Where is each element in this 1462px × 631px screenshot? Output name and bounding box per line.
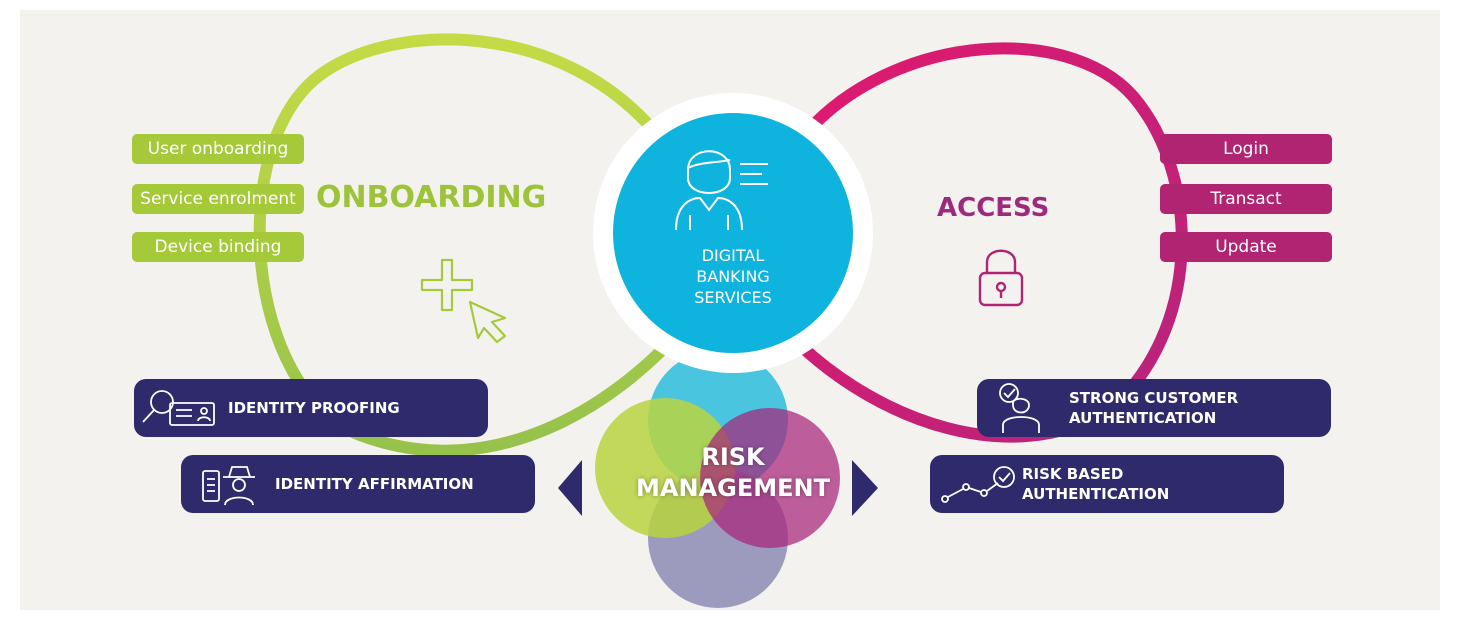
center-line-2: BANKING [696, 267, 770, 286]
tag-user-onboarding: User onboarding [132, 134, 304, 164]
tag-login: Login [1160, 134, 1332, 164]
identity-affirmation-label: IDENTITY AFFIRMATION [275, 475, 474, 493]
spy-id-card-icon [202, 466, 255, 506]
tag-transact: Transact [1160, 184, 1332, 214]
digital-banking-label: DIGITAL BANKING SERVICES [650, 245, 816, 308]
center-line-1: DIGITAL [701, 246, 765, 265]
sca-label-line-2: AUTHENTICATION [1069, 409, 1217, 427]
risk-venn [595, 350, 840, 608]
arrow-right-icon [852, 460, 878, 516]
risk-line-1: RISK [701, 443, 765, 471]
onboarding-heading: ONBOARDING [316, 180, 547, 215]
center-circle [613, 113, 853, 353]
magnifier-id-card-icon [142, 390, 215, 426]
risk-line-2: MANAGEMENT [636, 474, 830, 502]
strong-customer-authentication-box: STRONG CUSTOMER AUTHENTICATION [977, 379, 1331, 437]
rba-label: RISK BASED AUTHENTICATION [1022, 464, 1169, 504]
tag-update: Update [1160, 232, 1332, 262]
identity-proofing-label: IDENTITY PROOFING [228, 399, 400, 417]
identity-proofing-box: IDENTITY PROOFING [134, 379, 488, 437]
tag-service-enrolment: Service enrolment [132, 184, 304, 214]
plus-cursor-icon [420, 258, 507, 344]
rba-label-line-2: AUTHENTICATION [1022, 485, 1170, 503]
identity-affirmation-box: IDENTITY AFFIRMATION [181, 455, 535, 513]
sca-label: STRONG CUSTOMER AUTHENTICATION [1069, 388, 1238, 428]
venn-circle-left [595, 398, 735, 538]
sca-label-line-1: STRONG CUSTOMER [1069, 389, 1239, 407]
user-icon [675, 150, 768, 231]
rba-label-line-1: RISK BASED [1022, 465, 1124, 483]
access-heading: ACCESS [937, 193, 1050, 223]
risk-based-authentication-box: RISK BASED AUTHENTICATION [930, 455, 1284, 513]
checked-user-icon [999, 383, 1040, 433]
tag-device-binding: Device binding [132, 232, 304, 262]
center-line-3: SERVICES [694, 288, 772, 307]
arrow-left-icon [558, 460, 582, 516]
risk-management-label: RISK MANAGEMENT [578, 442, 888, 504]
trend-check-icon [941, 466, 1015, 503]
padlock-icon [978, 249, 1024, 307]
venn-circle-right [700, 408, 840, 548]
